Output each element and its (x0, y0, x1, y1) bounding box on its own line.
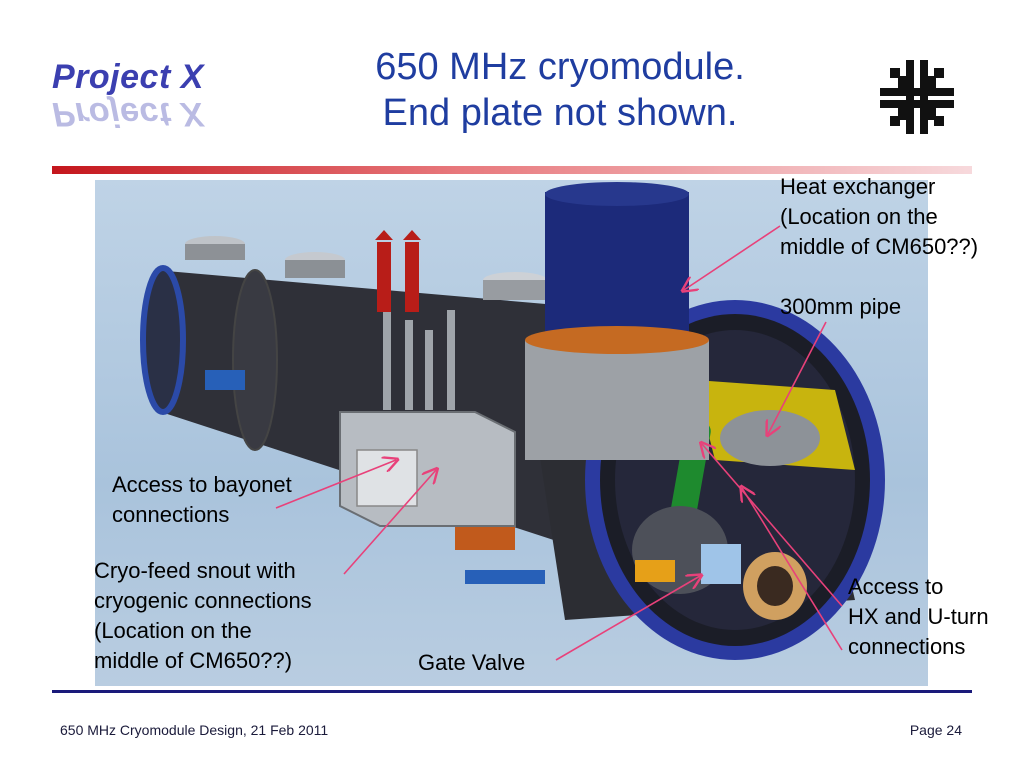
footer-text: 650 MHz Cryomodule Design, 21 Feb 2011 (60, 722, 329, 738)
label-300mm-pipe: 300mm pipe (780, 294, 902, 319)
label-cryo-feed-snout: Cryo-feed snout with cryogenic connectio… (94, 558, 312, 673)
project-x-logo: Project X Project X (52, 58, 242, 138)
fermilab-logo-icon (876, 58, 958, 136)
title-line-1: 650 MHz cryomodule. (375, 46, 745, 88)
label-gate-valve: Gate Valve (418, 650, 526, 675)
label-hx-access: Access to HX and U-turn connections (848, 574, 989, 659)
logo-reflection: Project X (52, 95, 204, 133)
header-rule (52, 166, 972, 174)
title-line-2: End plate not shown. (382, 92, 738, 134)
footer-rule (52, 690, 972, 693)
page-number: Page 24 (909, 722, 962, 738)
logo-text: Project X (52, 58, 204, 96)
label-bayonet-access: Access to bayonet connections (112, 472, 292, 527)
label-heat-exchanger: Heat exchanger (Location on the middle o… (780, 174, 979, 259)
slide-title: 650 MHz cryomodule. End plate not shown. (290, 44, 830, 136)
